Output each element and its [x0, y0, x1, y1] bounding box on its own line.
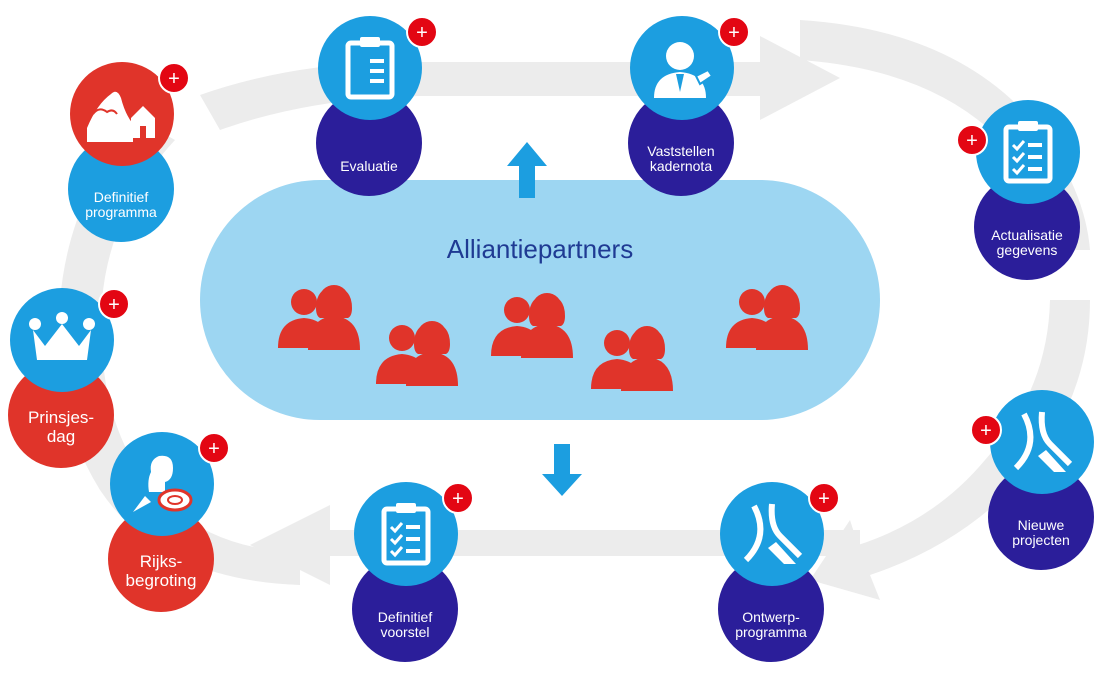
cycle-track-bottom	[250, 505, 860, 585]
node-label: Rijks- begroting	[125, 552, 197, 590]
person-group-icon	[376, 321, 458, 386]
landscape-house-icon	[87, 91, 155, 142]
expand-plus-button[interactable]: +	[98, 288, 130, 320]
checklist-icon	[381, 503, 431, 566]
expand-plus-button[interactable]: +	[970, 414, 1002, 446]
node-label: Vaststellen kadernota	[647, 143, 715, 174]
node-icon-circle	[630, 16, 734, 120]
hand-stamp-icon	[133, 455, 193, 512]
expand-plus-button[interactable]: +	[442, 482, 474, 514]
node-icon-circle	[110, 432, 214, 536]
node-icon-circle	[976, 100, 1080, 204]
node-prinsjesdag[interactable]: Prinsjes- dag +	[0, 288, 130, 484]
road-icon	[1013, 411, 1073, 472]
node-icon-circle	[720, 482, 824, 586]
node-label: Ontwerp- programma	[735, 609, 807, 640]
person-group-icon	[491, 293, 573, 358]
node-icon-circle	[354, 482, 458, 586]
road-icon	[743, 503, 803, 564]
node-label-circle: Rijks- begroting	[108, 506, 214, 612]
expand-plus-button[interactable]: +	[718, 16, 750, 48]
node-icon-circle	[70, 62, 174, 166]
alliance-area: Alliantiepartners	[200, 180, 880, 420]
node-nieuwe-projecten[interactable]: Nieuwe projecten +	[970, 390, 1104, 586]
clipboard-icon	[345, 37, 395, 100]
node-label: Nieuwe projecten	[1012, 517, 1070, 548]
alliance-title: Alliantiepartners	[446, 234, 634, 264]
checklist-icon	[1003, 121, 1053, 184]
node-icon-circle	[10, 288, 114, 392]
node-actualisatie-gegevens[interactable]: Actualisatie gegevens +	[956, 100, 1090, 296]
node-icon-circle	[990, 390, 1094, 494]
node-vaststellen-kadernota[interactable]: Vaststellen kadernota +	[620, 16, 750, 212]
expand-plus-button[interactable]: +	[406, 16, 438, 48]
cycle-track-top	[200, 36, 840, 130]
person-group-icon	[591, 326, 673, 391]
node-ontwerp-programma[interactable]: Ontwerp- programma +	[710, 482, 840, 678]
node-label: Definitief programma	[85, 189, 157, 220]
node-definitief-programma[interactable]: Definitief programma +	[60, 62, 190, 258]
arrow-up-icon	[507, 142, 547, 198]
expand-plus-button[interactable]: +	[198, 432, 230, 464]
node-label: Actualisatie gegevens	[991, 227, 1063, 258]
expand-plus-button[interactable]: +	[158, 62, 190, 94]
arrow-down-icon	[542, 444, 582, 496]
node-label: Definitief voorstel	[377, 609, 433, 640]
node-evaluatie[interactable]: Evaluatie +	[308, 16, 438, 212]
business-person-icon	[654, 42, 714, 98]
cycle-diagram: Alliantiepartners Evaluatie	[0, 16, 1104, 662]
person-group-icon	[278, 285, 360, 350]
expand-plus-button[interactable]: +	[808, 482, 840, 514]
person-group-icon	[726, 285, 808, 350]
crown-icon	[29, 312, 95, 360]
expand-plus-button[interactable]: +	[956, 124, 988, 156]
node-label: Evaluatie	[340, 158, 398, 174]
node-label: Prinsjes- dag	[27, 408, 95, 446]
node-icon-circle	[318, 16, 422, 120]
node-rijksbegroting[interactable]: Rijks- begroting +	[100, 432, 230, 628]
node-definitief-voorstel[interactable]: Definitief voorstel +	[344, 482, 474, 678]
